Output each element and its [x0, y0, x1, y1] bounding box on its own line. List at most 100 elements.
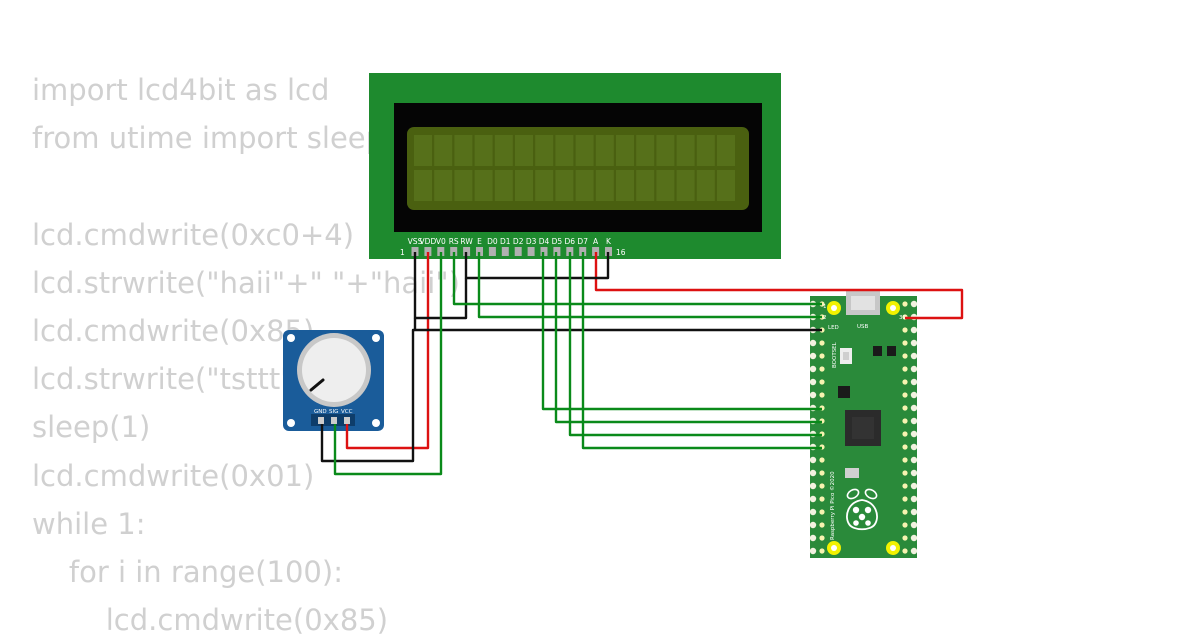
pico-component — [838, 386, 850, 398]
code-line: lcd.strwrite("tsttt") — [32, 362, 305, 397]
lcd-char-cell — [555, 170, 574, 201]
pico-pin-39-label: 39 — [899, 315, 906, 321]
pot-mount-hole — [372, 419, 380, 427]
wire-d6[interactable] — [568, 252, 822, 437]
lcd-char-cell — [636, 135, 655, 166]
pico-pin-right — [910, 339, 918, 347]
lcd-char-cell — [414, 170, 432, 201]
pico-pin-right — [910, 326, 918, 334]
wire-e[interactable] — [477, 252, 822, 319]
wire-pot-gnd[interactable] — [320, 328, 415, 463]
pico-pad-left — [819, 353, 825, 359]
code-line: lcd.strwrite("haii"+" "+"haii") — [32, 265, 460, 300]
raspberry-logo-icon — [846, 488, 878, 531]
pico-pin-left — [809, 495, 817, 503]
wire-gnd-pico[interactable] — [413, 318, 822, 332]
wire-d7[interactable] — [581, 252, 822, 450]
pot-mount-hole — [287, 334, 295, 342]
lcd-char-cell — [474, 170, 493, 201]
lcd-char-cell — [434, 170, 453, 201]
lcd-char-cell — [696, 135, 715, 166]
pico-pad-right — [902, 405, 908, 411]
raspberry-pi-pico[interactable]: Raspberry Pi Pico ©2020 BOOTSEL USB LED … — [809, 289, 918, 558]
pico-pin-left — [809, 521, 817, 529]
pico-pad-left — [819, 535, 825, 541]
code-line: lcd.cmdwrite(0x85) — [32, 313, 315, 348]
pico-pad-right — [902, 457, 908, 463]
lcd-pin-label: D2 — [513, 237, 524, 246]
pico-component — [887, 346, 896, 356]
pico-pin-right — [910, 495, 918, 503]
pico-pin-left — [809, 547, 817, 555]
pico-pin-right — [910, 482, 918, 490]
lcd-char-cell — [515, 135, 533, 166]
lcd-pin-first-label: 1 — [400, 248, 405, 257]
pico-pad-right — [902, 509, 908, 515]
pico-crystal — [845, 468, 859, 478]
lcd-char-cell — [616, 135, 634, 166]
lcd-pin — [463, 247, 471, 256]
lcd-character-grid — [414, 135, 735, 201]
pot-pin — [344, 417, 350, 424]
lcd-char-cell — [676, 135, 695, 166]
pico-pad-right — [902, 470, 908, 476]
lcd-char-cell — [414, 135, 432, 166]
lcd-pin-label: D7 — [577, 237, 588, 246]
pico-pad-right — [902, 327, 908, 333]
pico-pad-left — [819, 509, 825, 515]
pico-pin-right — [910, 417, 918, 425]
pot-knob[interactable] — [302, 338, 366, 402]
pico-pin-right — [910, 456, 918, 464]
wire-v0-pot-sig[interactable] — [333, 252, 443, 476]
code-line: sleep(1) — [32, 410, 151, 445]
code-line: lcd.cmdwrite(0x01) — [32, 458, 315, 493]
code-line: while 1: — [32, 506, 146, 541]
pico-pad-right — [902, 418, 908, 424]
pico-pin-right — [910, 300, 918, 308]
pico-pad-right — [902, 340, 908, 346]
pico-pad-left — [819, 470, 825, 476]
pico-pad-right — [902, 431, 908, 437]
pico-pad-right — [902, 379, 908, 385]
lcd-pin — [488, 247, 496, 256]
pico-pad-right — [902, 353, 908, 359]
pico-pin-left — [809, 456, 817, 464]
bootsel-label: BOOTSEL — [832, 341, 838, 368]
pico-pin-2-label: 2 — [823, 315, 827, 321]
lcd-pin — [579, 247, 587, 256]
wire-d4[interactable] — [541, 252, 822, 411]
lcd-char-cell — [535, 170, 554, 201]
pico-pad-left — [819, 366, 825, 372]
lcd-char-cell — [595, 135, 614, 166]
lcd-pin-label: D6 — [565, 237, 576, 246]
lcd-char-cell — [575, 170, 594, 201]
pico-pad-left — [819, 457, 825, 463]
lcd-pin-label: D4 — [539, 237, 550, 246]
potentiometer-module[interactable]: GND SIG VCC — [283, 330, 384, 431]
lcd-pin-label: RW — [460, 237, 473, 246]
lcd-char-cell — [656, 135, 675, 166]
wire-backlight-k-gnd[interactable] — [464, 252, 610, 280]
pico-pin-left — [809, 391, 817, 399]
pico-pad-right — [902, 548, 908, 554]
pico-pin-right — [910, 521, 918, 529]
pico-pin-left — [809, 378, 817, 386]
lcd-pin — [605, 247, 612, 256]
code-line: lcd.cmdwrite(0xc0+4) — [32, 217, 355, 252]
lcd-pin — [501, 247, 509, 256]
lcd-pin — [527, 247, 535, 256]
lcd-char-cell — [555, 135, 574, 166]
lcd-pin — [566, 247, 574, 256]
lcd-pin-label: E — [477, 237, 482, 246]
wire-pot-vcc[interactable] — [345, 290, 430, 450]
pot-pin-label-gnd: GND — [314, 409, 327, 415]
lcd-char-cell — [636, 170, 655, 201]
wire-rs[interactable] — [452, 252, 822, 306]
pot-pin-label-vcc: VCC — [341, 409, 353, 415]
pico-pad-right — [902, 366, 908, 372]
wire-d5[interactable] — [554, 252, 822, 424]
pico-pin-left — [809, 469, 817, 477]
lcd-char-cell — [696, 170, 715, 201]
